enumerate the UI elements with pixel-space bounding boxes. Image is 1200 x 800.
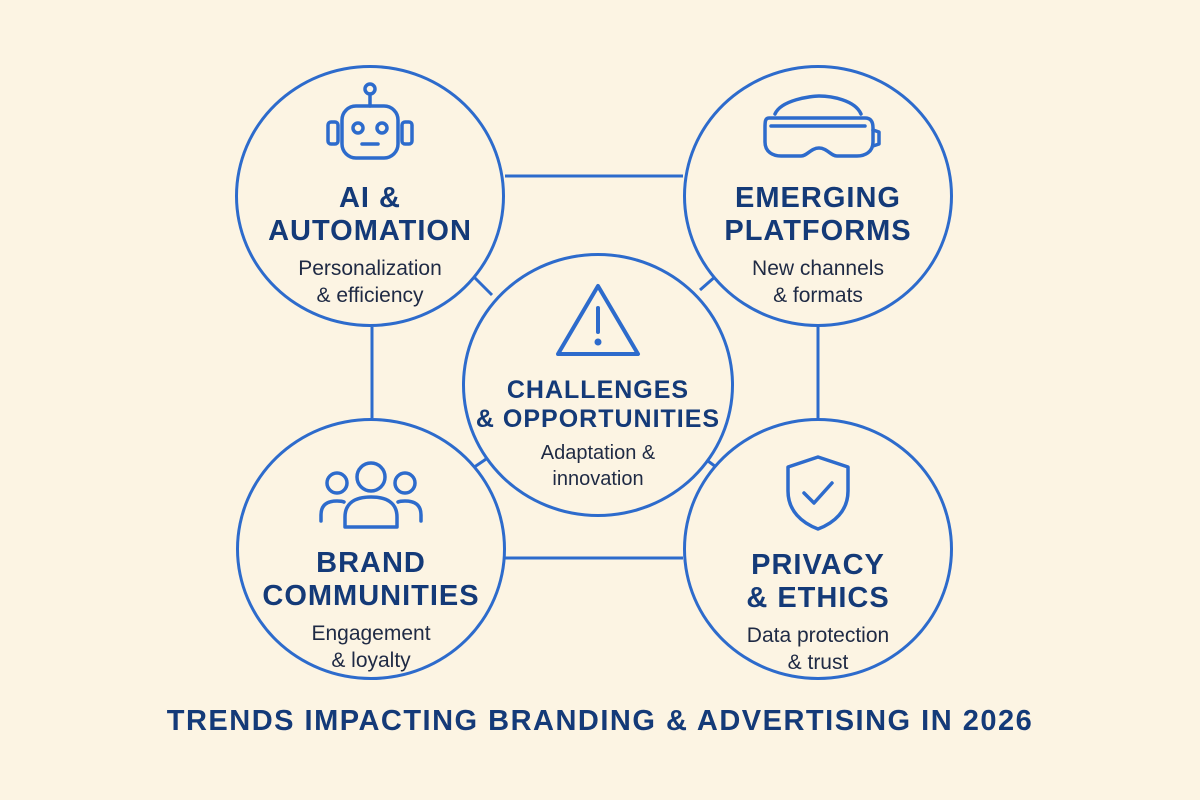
- node-subtitle: Adaptation & innovation: [540, 441, 656, 490]
- shield-check-icon: [786, 455, 850, 531]
- node-subtitle: Personalization & efficiency: [298, 256, 442, 307]
- node-emerging-platforms: EMERGING PLATFORMS New channels & format…: [683, 65, 953, 327]
- node-title: AI & AUTOMATION: [268, 182, 472, 248]
- people-group-icon: [319, 461, 423, 529]
- warning-icon: [556, 284, 640, 356]
- node-title: BRAND COMMUNITIES: [262, 547, 480, 613]
- node-title: CHALLENGES & OPPORTUNITIES: [475, 376, 721, 433]
- node-challenges-opportunities: CHALLENGES & OPPORTUNITIES Adaptation & …: [462, 253, 734, 517]
- node-subtitle: Data protection & trust: [746, 623, 890, 674]
- node-subtitle: Engagement & loyalty: [311, 621, 431, 672]
- node-brand-communities: BRAND COMMUNITIES Engagement & loyalty: [236, 418, 506, 680]
- node-privacy-ethics: PRIVACY & ETHICS Data protection & trust: [683, 418, 953, 680]
- robot-icon: [326, 82, 414, 160]
- diagram-title: TRENDS IMPACTING BRANDING & ADVERTISING …: [166, 705, 1034, 737]
- node-title: PRIVACY & ETHICS: [746, 549, 890, 615]
- vr-headset-icon: [763, 94, 881, 158]
- node-subtitle: New channels & formats: [752, 256, 884, 307]
- node-title: EMERGING PLATFORMS: [724, 182, 912, 248]
- node-ai-automation: AI & AUTOMATION Personalization & effici…: [235, 65, 505, 327]
